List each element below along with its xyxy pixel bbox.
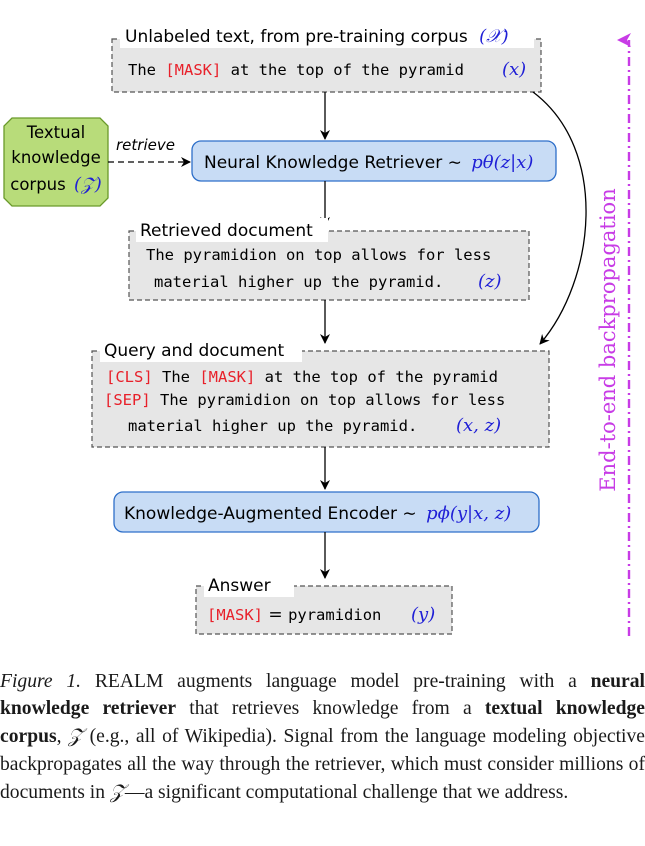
caption-text-3: , <box>56 726 69 748</box>
caption-z-1: 𝒵 <box>68 724 84 748</box>
retrieved-label: Retrieved document <box>140 221 313 241</box>
encoder-formula: pϕ(y|x, z) <box>426 503 511 524</box>
input-text-post: at the top of the pyramid <box>221 61 464 79</box>
svg-text:[CLS] The [MASK] at the top of: [CLS] The [MASK] at the top of the pyram… <box>106 368 498 386</box>
answer-box: Answer [MASK] = pyramidion (y) <box>195 573 453 635</box>
svg-text:Knowledge-Augmented Encoder ∼: Knowledge-Augmented Encoder ∼ pϕ(y|x, z) <box>124 503 511 524</box>
svg-text:corpus (𝒵): corpus (𝒵) <box>10 174 101 195</box>
mask-token: [MASK] <box>165 61 221 79</box>
cls-token: [CLS] <box>106 368 153 386</box>
corpus-line1: Textual <box>26 123 86 142</box>
arrow-input-to-query <box>532 91 587 345</box>
caption-text-1: REALM augments language model pre-traini… <box>81 671 591 692</box>
svg-text:[SEP] The pyramidion on top al: [SEP] The pyramidion on top allows for l… <box>104 391 505 409</box>
retriever-formula: pθ(z|x) <box>471 152 533 173</box>
retrieved-var-z: (z) <box>478 271 502 292</box>
retrieved-line1: The pyramidion on top allows for less <box>146 246 491 264</box>
caption-text-2: that retrieves knowledge from a <box>176 698 485 720</box>
answer-label: Answer <box>208 576 271 596</box>
caption-bold-2: textual knowledge corpus <box>0 698 645 748</box>
figure-caption: Figure 1. REALM augments language model … <box>0 668 645 806</box>
query-line2: The pyramidion on top allows for less <box>151 391 506 409</box>
caption-bold-1: neural knowledge retriever <box>0 671 645 720</box>
svg-text:Neural Knowledge Retriever ∼: Neural Knowledge Retriever ∼ pθ(z|x) <box>204 152 533 173</box>
input-box-label-var: (𝒳) <box>479 26 509 47</box>
knowledge-corpus-box: Textual knowledge corpus (𝒵) <box>3 117 109 207</box>
retrieve-label: retrieve <box>116 136 175 154</box>
caption-text-5: —a significant computational challenge t… <box>124 781 569 803</box>
svg-text:[MASK] = pyramidion: [MASK] = pyramidion <box>207 605 381 625</box>
caption-figure-number: Figure 1. <box>0 671 82 692</box>
answer-var-y: (y) <box>411 604 435 625</box>
realm-figure: Unlabeled text, from pre-training corpus… <box>3 24 631 636</box>
query-var-xz: (x, z) <box>456 415 501 436</box>
answer-mask-token: [MASK] <box>207 606 263 624</box>
query-label: Query and document <box>104 341 285 361</box>
corpus-var: (𝒵) <box>74 174 102 195</box>
query-line1-a: The <box>153 368 200 386</box>
input-text-pre: The <box>128 61 165 79</box>
caption-text-4: (e.g., all of Wikipedia). Signal from th… <box>0 726 645 803</box>
query-mask-token: [MASK] <box>199 368 255 386</box>
svg-text:The [MASK] at the top of the p: The [MASK] at the top of the pyramid <box>128 61 464 79</box>
backprop-label: End-to-end backpropagation <box>596 188 620 491</box>
knowledge-encoder-box: Knowledge-Augmented Encoder ∼ pϕ(y|x, z) <box>113 491 540 533</box>
input-text-box: Unlabeled text, from pre-training corpus… <box>111 24 542 93</box>
query-line1-b: at the top of the pyramid <box>255 368 498 386</box>
neural-retriever-box: Neural Knowledge Retriever ∼ pθ(z|x) <box>191 140 557 182</box>
answer-equals: = <box>263 605 288 625</box>
corpus-line3: corpus <box>10 175 65 194</box>
retrieved-document-box: Retrieved document The pyramidion on top… <box>128 218 530 301</box>
query-document-box: Query and document [CLS] The [MASK] at t… <box>91 338 550 448</box>
svg-text:Unlabeled text, from pre-train: Unlabeled text, from pre-training corpus… <box>125 26 509 47</box>
sep-token: [SEP] <box>104 391 151 409</box>
retrieved-line2: material higher up the pyramid. <box>154 273 443 291</box>
query-line3: material higher up the pyramid. <box>128 417 417 435</box>
caption-z-2: 𝒵 <box>109 779 125 803</box>
input-box-label: Unlabeled text, from pre-training corpus <box>125 27 468 47</box>
retriever-text: Neural Knowledge Retriever ∼ <box>204 153 462 173</box>
answer-word: pyramidion <box>288 606 381 624</box>
corpus-line2: knowledge <box>11 148 100 167</box>
encoder-text: Knowledge-Augmented Encoder ∼ <box>124 504 417 524</box>
input-var-x: (x) <box>502 59 526 80</box>
